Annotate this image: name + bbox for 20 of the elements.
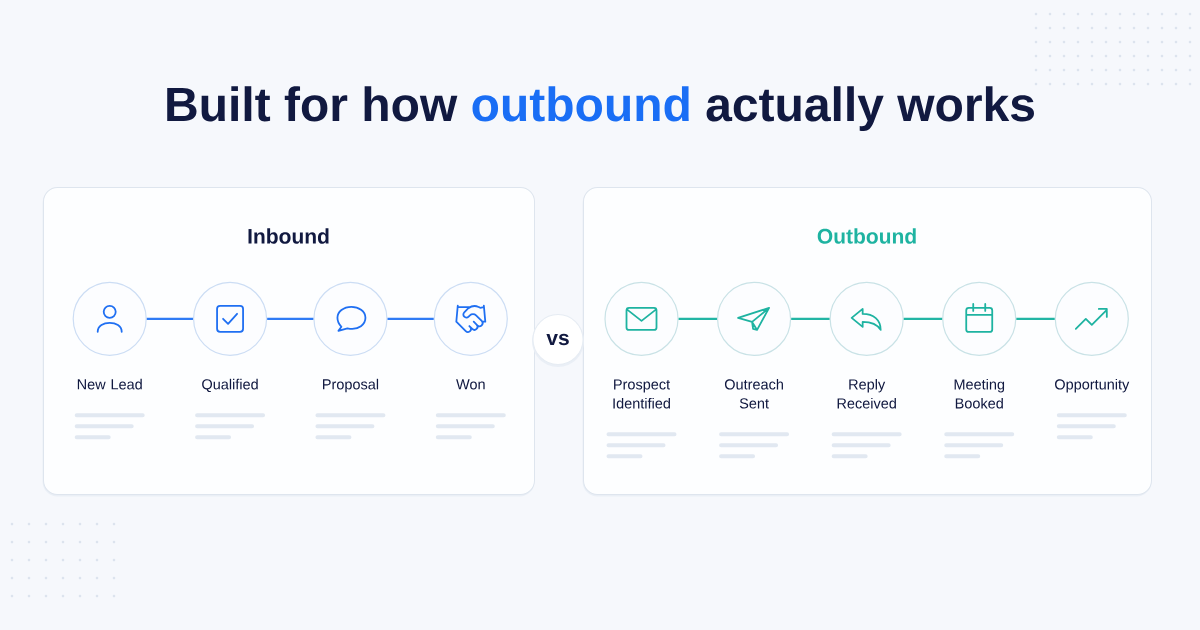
step-label: Won [456,379,485,390]
step-label: Meeting Booked [954,378,1005,409]
step-label: New Lead [77,378,142,390]
title: Built for how outbound actually works [167,86,1034,131]
step-label: Reply Received [837,378,896,409]
card-heading: Outbound [817,228,916,244]
step-label: Proposal [323,378,379,393]
step-label: Prospect Identified [613,379,670,409]
versus-badge: vs [532,314,584,367]
connector-line [678,317,717,320]
step-label: Qualified [202,378,258,393]
connector-line [387,317,434,320]
step-label: Outreach Sent [724,378,783,409]
card-heading: Inbound [248,228,329,244]
connector-line [146,317,193,320]
connector-line [1016,317,1055,320]
step-label: Opportunity [1055,378,1130,393]
connector-line [267,317,314,320]
connector-line [903,317,943,320]
connector-line [791,317,830,320]
